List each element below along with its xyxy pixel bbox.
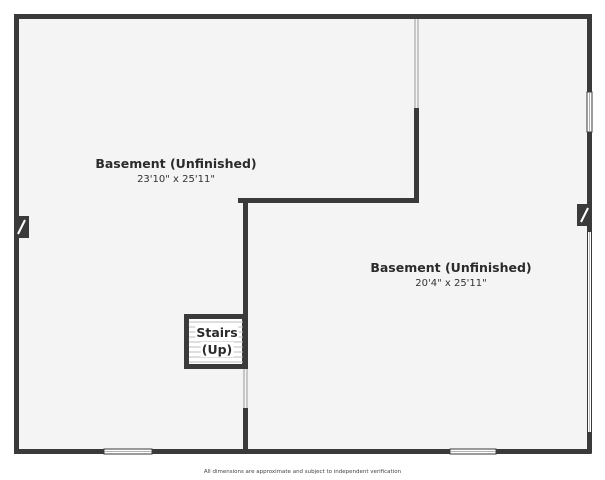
room-dimensions-left: 23'10" x 25'11" [137,174,215,185]
stairs-label-line1: Stairs [195,325,239,340]
room-dimensions-right: 20'4" x 25'11" [415,278,487,289]
stairs-label-line2: (Up) [200,342,234,357]
panel-left-wall-mark [17,219,26,235]
room-name-right: Basement (Unfinished) [370,260,532,275]
panel-right-wall-mark [580,207,589,223]
floor-area [17,17,592,451]
room-name-left: Basement (Unfinished) [95,156,257,171]
disclaimer-text: All dimensions are approximate and subje… [203,469,402,475]
